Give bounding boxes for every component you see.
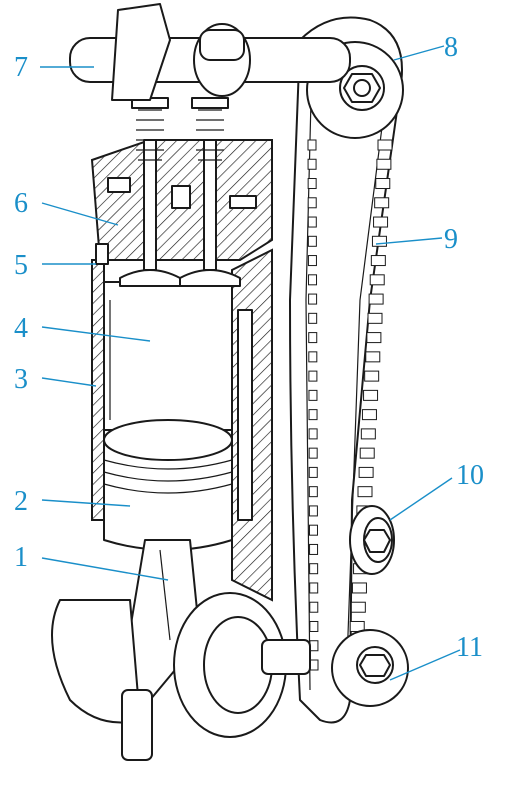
belt-tooth [307, 255, 317, 267]
belt-tooth [367, 312, 383, 324]
belt-tooth [307, 178, 317, 190]
belt-tooth [365, 351, 381, 363]
belt-tooth [368, 293, 384, 305]
cylinder-head [90, 139, 273, 261]
label-4: 4 [14, 313, 28, 344]
leader-lines [40, 45, 461, 681]
belt-tooth [308, 370, 318, 382]
belt-tooth [376, 158, 392, 170]
belt-tooth [358, 466, 374, 478]
belt-tooth [308, 293, 318, 305]
belt-tooth [307, 216, 317, 228]
intake-valve [119, 139, 181, 287]
belt-tooth [307, 139, 317, 151]
crankshaft-sprocket [331, 629, 409, 707]
belt-tooth [357, 486, 373, 498]
belt-tooth [369, 274, 385, 286]
belt-tooth [308, 409, 318, 421]
belt-tooth [307, 235, 317, 247]
belt-tooth [309, 582, 319, 594]
belt-tooth [308, 274, 318, 286]
timing-belt [289, 16, 403, 724]
belt-tooth [361, 409, 377, 421]
belt-tooth [308, 312, 318, 324]
belt-tooth [364, 370, 380, 382]
belt-tooth [309, 659, 319, 671]
belt-teeth [307, 139, 393, 671]
belt-tooth [375, 178, 391, 190]
label-1: 1 [14, 542, 28, 573]
belt-tooth [308, 505, 318, 517]
intake-port-element [95, 243, 109, 265]
label-7: 7 [14, 52, 28, 83]
belt-tooth [371, 235, 387, 247]
belt-tooth [308, 466, 318, 478]
belt-tooth [308, 389, 318, 401]
belt-tooth [373, 216, 389, 228]
piston [103, 419, 233, 551]
combustion-chamber [103, 281, 233, 431]
belt-tooth [377, 139, 393, 151]
exhaust-valve [179, 139, 241, 287]
label-3: 3 [14, 364, 28, 395]
belt-tooth [363, 389, 379, 401]
belt-tooth [360, 428, 376, 440]
belt-tooth [309, 620, 319, 632]
belt-tooth [308, 447, 318, 459]
belt-tooth [309, 543, 319, 555]
label-10: 10 [456, 460, 484, 491]
belt-tooth [308, 351, 318, 363]
camshaft [69, 3, 351, 101]
belt-tooth [307, 158, 317, 170]
belt-tooth [351, 582, 367, 594]
label-9: 9 [444, 224, 458, 255]
label-5: 5 [14, 250, 28, 281]
belt-tooth [309, 563, 319, 575]
label-11: 11 [456, 632, 483, 663]
belt-tooth [309, 640, 319, 652]
belt-tooth [366, 332, 382, 344]
belt-tooth [308, 428, 318, 440]
belt-tooth [308, 332, 318, 344]
belt-tooth [307, 197, 317, 209]
belt-tooth [350, 601, 366, 613]
crankshaft [51, 592, 311, 761]
belt-tooth [308, 524, 318, 536]
belt-tooth [309, 601, 319, 613]
tensioner-pulley [349, 505, 395, 575]
callout-labels: 7 6 5 4 3 2 1 8 9 10 11 [14, 32, 484, 663]
belt-tooth [370, 255, 386, 267]
belt-tooth [308, 486, 318, 498]
belt-tooth [359, 447, 375, 459]
belt-tooth [374, 197, 390, 209]
label-2: 2 [14, 486, 28, 517]
label-8: 8 [444, 32, 458, 63]
label-6: 6 [14, 188, 28, 219]
